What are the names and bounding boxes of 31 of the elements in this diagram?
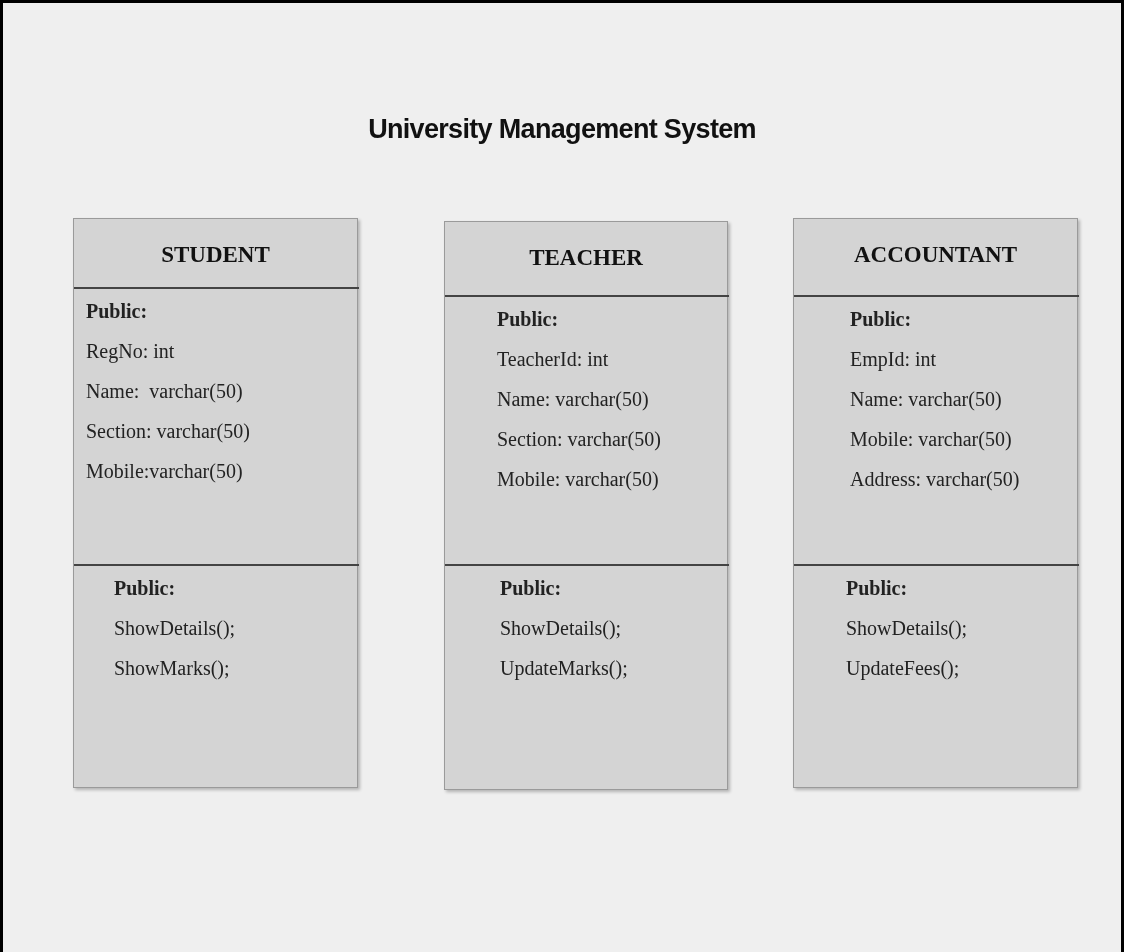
member-text: Mobile: varchar(50) (497, 467, 659, 492)
member-text: Mobile: varchar(50) (850, 427, 1012, 452)
visibility-label: Public: (850, 307, 912, 332)
member-text: UpdateFees(); (846, 656, 960, 682)
member-text: Address: varchar(50) (850, 467, 1020, 493)
member-text: ShowDetails(); (500, 616, 622, 641)
visibility-label: Public: (86, 299, 148, 324)
class-box (444, 221, 728, 790)
class-box (73, 218, 358, 788)
member-text: Name: varchar(50) (497, 387, 649, 412)
member-text: Section: varchar(50) (497, 427, 661, 453)
member-text: ShowDetails(); (114, 616, 236, 641)
member-text: Mobile:varchar(50) (86, 459, 243, 484)
class-name: ACCOUNTANT (852, 241, 1019, 269)
member-text: TeacherId: int (497, 347, 609, 372)
member-text: UpdateMarks(); (500, 656, 628, 682)
member-text: Name: varchar(50) (86, 379, 243, 404)
visibility-label: Public: (497, 307, 559, 332)
class-name: STUDENT (160, 241, 271, 269)
diagram-title: University Management System (368, 113, 756, 146)
member-text: Section: varchar(50) (86, 419, 250, 445)
member-text: Name: varchar(50) (850, 387, 1002, 412)
member-text: RegNo: int (86, 339, 175, 365)
member-text: EmpId: int (850, 347, 937, 373)
visibility-label: Public: (500, 576, 562, 601)
class-name: TEACHER (528, 244, 644, 272)
visibility-label: Public: (114, 576, 176, 601)
member-text: ShowDetails(); (846, 616, 968, 641)
class-box (793, 218, 1078, 788)
member-text: ShowMarks(); (114, 656, 230, 682)
visibility-label: Public: (846, 576, 908, 601)
